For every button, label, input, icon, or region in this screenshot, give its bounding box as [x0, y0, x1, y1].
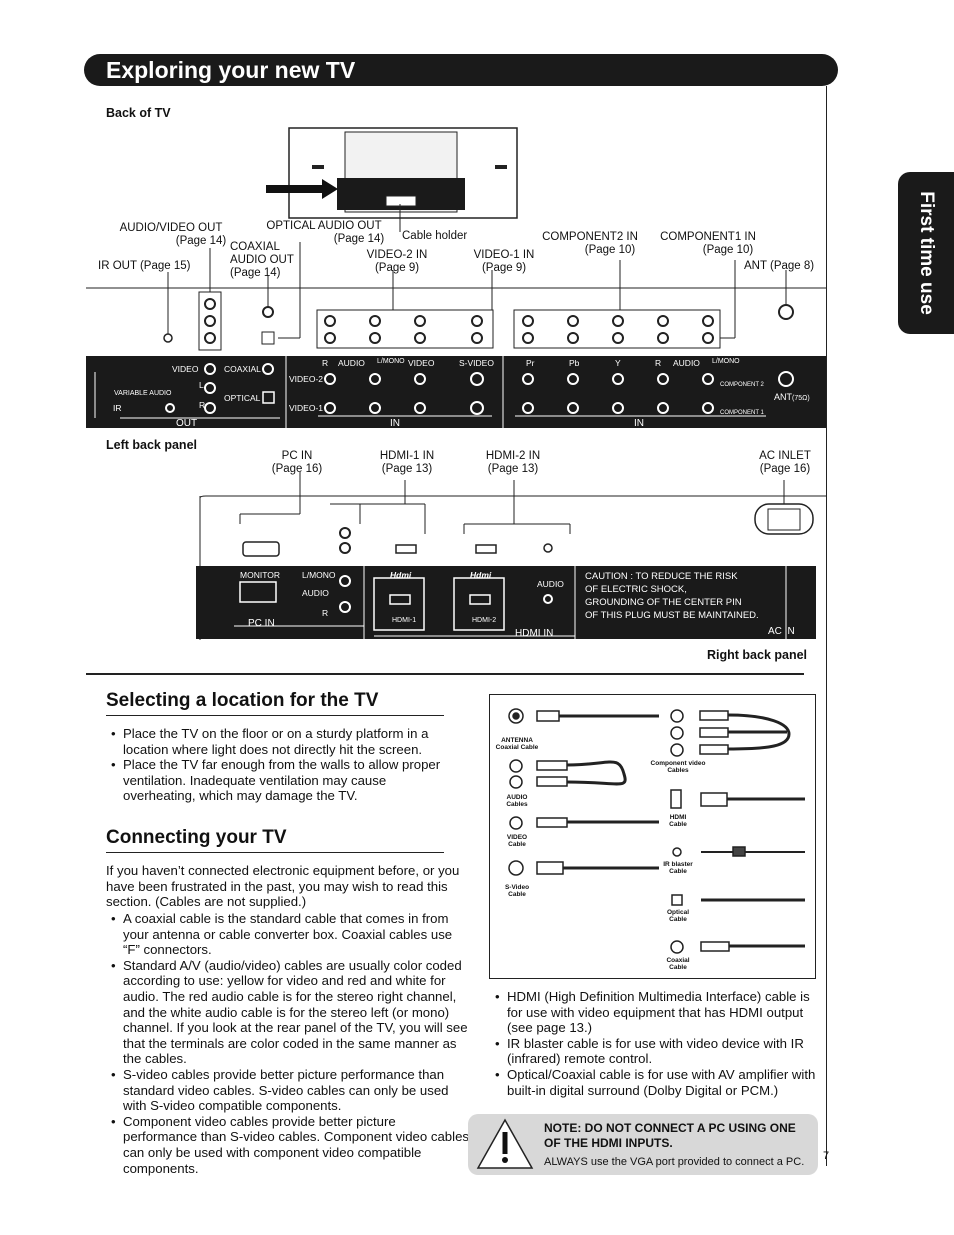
cable-antenna-2: Coaxial Cable	[495, 744, 539, 751]
optical-out-page: (Page 14)	[333, 233, 385, 245]
cable-hdmi-2: Cable	[669, 821, 687, 828]
back-of-tv-heading: Back of TV	[106, 106, 171, 120]
cable-optical-1: Optical	[666, 909, 690, 916]
list-item: HDMI (High Definition Multimedia Interfa…	[490, 989, 818, 1036]
component2-in-text: COMPONENT2 IN	[542, 231, 638, 243]
left-back-panel-heading: Left back panel	[106, 438, 197, 452]
ac-inlet-label: AC INLET (Page 16)	[750, 450, 820, 476]
cable-antenna-1: ANTENNA	[501, 737, 533, 744]
section-divider	[86, 673, 804, 675]
connecting-title-rule	[106, 852, 444, 853]
av-out-text: AUDIO/VIDEO OUT	[119, 222, 223, 234]
list-item: Place the TV on the floor or on a sturdy…	[106, 726, 446, 757]
coaxial-out-label: COAXIAL AUDIO OUT (Page 14)	[230, 241, 294, 280]
note-title: NOTE: DO NOT CONNECT A PC USING ONE OF T…	[544, 1121, 796, 1150]
ac-inlet-page: (Page 16)	[759, 463, 811, 475]
cable-coaxial-1: Coaxial	[666, 957, 690, 964]
component2-in-label: COMPONENT2 IN (Page 10)	[536, 231, 644, 257]
cable-illustrations	[508, 708, 805, 954]
pc-in-page: (Page 16)	[271, 463, 323, 475]
coaxial-out-text-1: COAXIAL	[230, 241, 280, 253]
component1-in-text: COMPONENT1 IN	[660, 231, 756, 243]
cable-component-2: Cables	[667, 767, 689, 774]
cable-coaxial-2: Cable	[669, 964, 687, 971]
warning-icon	[476, 1118, 534, 1169]
connecting-intro: If you haven’t connected electronic equi…	[106, 863, 460, 910]
note-subtitle: ALWAYS use the VGA port provided to conn…	[544, 1156, 805, 1168]
component1-in-page: (Page 10)	[702, 244, 754, 256]
hdmi2-in-label: HDMI-2 IN (Page 13)	[476, 450, 550, 476]
video2-in-page: (Page 9)	[374, 262, 420, 274]
right-back-panel-heading: Right back panel	[707, 648, 808, 662]
cable-ir-1: IR blaster	[663, 861, 693, 868]
cable-svideo-2: Cable	[508, 891, 526, 898]
hdmi1-in-page: (Page 13)	[381, 463, 433, 475]
page-divider-vertical	[826, 86, 827, 1166]
page-number: 7	[823, 1150, 830, 1162]
location-bullets: Place the TV on the floor or on a sturdy…	[106, 726, 446, 804]
pc-in-label: PC IN (Page 16)	[260, 450, 334, 476]
cable-optical-2: Cable	[669, 916, 687, 923]
location-title: Selecting a location for the TV	[106, 690, 379, 711]
cable-component-1: Component video	[650, 760, 706, 767]
cable-audio-2: Cables	[506, 801, 528, 808]
av-out-page: (Page 14)	[175, 235, 227, 247]
video1-in-text: VIDEO-1 IN	[473, 249, 535, 261]
hdmi1-in-label: HDMI-1 IN (Page 13)	[370, 450, 444, 476]
cable-video-2: Cable	[508, 841, 526, 848]
right-back-panel-diagram	[196, 472, 826, 640]
ir-out-label: IR OUT (Page 15)	[98, 260, 191, 272]
video1-in-page: (Page 9)	[481, 262, 527, 274]
list-item: A coaxial cable is the standard cable th…	[106, 911, 470, 958]
video2-in-text: VIDEO-2 IN	[366, 249, 428, 261]
ac-inlet-text: AC INLET	[759, 450, 811, 462]
component1-in-label: COMPONENT1 IN (Page 10)	[654, 231, 762, 257]
list-item: Component video cables provide better pi…	[106, 1114, 470, 1176]
component2-in-page: (Page 10)	[584, 244, 636, 256]
cable-ir-2: Cable	[669, 868, 687, 875]
list-item: Optical/Coaxial cable is for use with AV…	[490, 1067, 818, 1098]
pc-in-text: PC IN	[281, 450, 313, 462]
connecting-title: Connecting your TV	[106, 827, 287, 848]
list-item: S-video cables provide better picture pe…	[106, 1067, 470, 1114]
location-title-rule	[106, 715, 444, 716]
section-tab: First time use	[898, 172, 954, 334]
ant-label: ANT (Page 8)	[744, 260, 815, 272]
list-item: IR blaster cable is for use with video d…	[490, 1036, 818, 1067]
cable-audio-1: AUDIO	[506, 794, 528, 801]
connecting-bullets: A coaxial cable is the standard cable th…	[106, 911, 470, 1176]
list-item: Standard A/V (audio/video) cables are us…	[106, 958, 470, 1067]
cable-video-1: VIDEO	[506, 834, 528, 841]
back-of-tv-diagram	[86, 127, 826, 428]
optical-out-label: OPTICAL AUDIO OUT (Page 14)	[262, 220, 386, 246]
hdmi2-in-text: HDMI-2 IN	[485, 450, 541, 462]
cable-illustration-box	[489, 694, 816, 979]
page-title-bar: Exploring your new TV	[84, 54, 838, 86]
cable-notes: HDMI (High Definition Multimedia Interfa…	[490, 989, 818, 1098]
coaxial-out-page: (Page 14)	[230, 267, 281, 279]
optical-out-text: OPTICAL AUDIO OUT	[266, 220, 382, 232]
coaxial-out-text-2: AUDIO OUT	[230, 254, 294, 266]
video1-in-label: VIDEO-1 IN (Page 9)	[466, 249, 542, 275]
video2-in-label: VIDEO-2 IN (Page 9)	[360, 249, 434, 275]
cable-holder-label: Cable holder	[402, 230, 468, 242]
hdmi1-in-text: HDMI-1 IN	[379, 450, 435, 462]
cable-svideo-1: S-Video	[504, 884, 530, 891]
cable-hdmi-1: HDMI	[669, 814, 687, 821]
page-title: Exploring your new TV	[106, 57, 356, 83]
list-item: Place the TV far enough from the walls t…	[106, 757, 446, 804]
av-out-label: AUDIO/VIDEO OUT (Page 14)	[112, 222, 230, 248]
hdmi2-in-page: (Page 13)	[487, 463, 539, 475]
